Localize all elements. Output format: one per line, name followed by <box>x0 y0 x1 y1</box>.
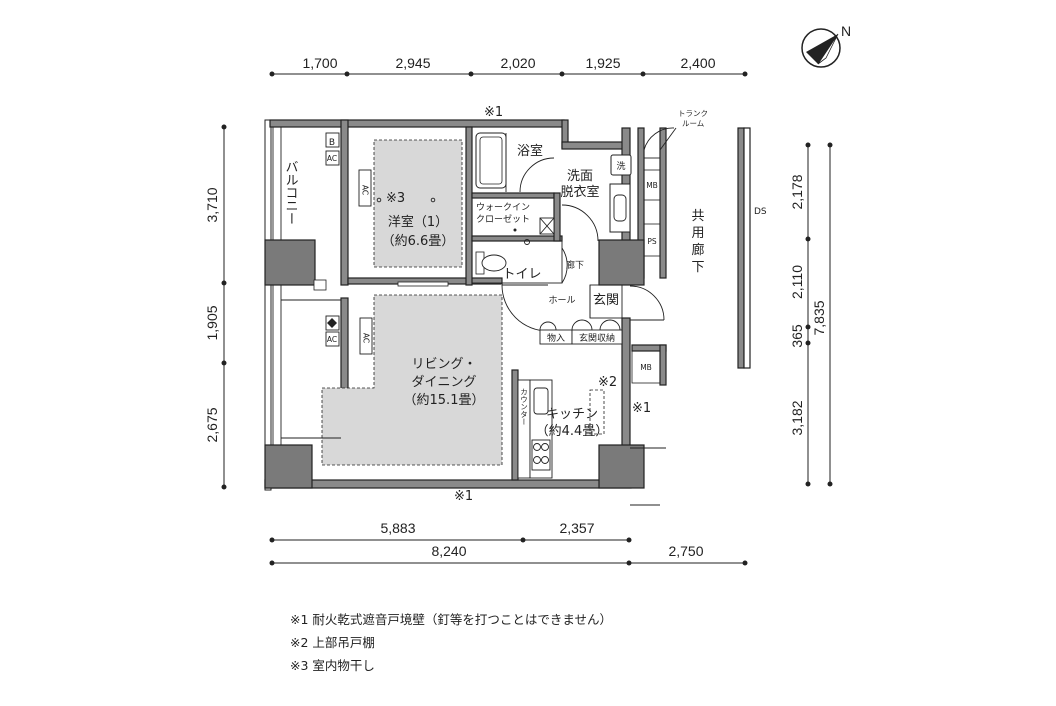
dim-top-5: 2,400 <box>680 55 715 71</box>
column-left-top <box>264 239 316 286</box>
dim-right-3: 365 <box>789 324 805 348</box>
corridor-char-4: 下 <box>691 260 704 275</box>
entrance-door-swing <box>629 285 665 321</box>
bedroom-ac-icon <box>358 169 372 207</box>
dim-top-4: 1,925 <box>585 55 620 71</box>
dim-bottom-2: 2,357 <box>559 520 594 536</box>
boiler-icon <box>325 132 340 148</box>
mb-label-1: MB <box>646 181 658 190</box>
dim-left-2: 1,905 <box>204 305 220 340</box>
bedroom-name: 洋室（1） <box>388 214 448 230</box>
hallway-label: 廊下 <box>566 259 584 271</box>
wash-room: 洗面 脱衣室 洗 <box>560 154 632 242</box>
dim-bottom-4: 2,750 <box>668 543 703 559</box>
kitchen-sink-icon <box>533 387 549 415</box>
living-dining: リビング・ ダイニング （約15.1畳） AC <box>281 279 485 439</box>
mark1-bottom: ※1 <box>454 489 473 504</box>
stove-icon <box>531 439 551 471</box>
bedroom: ※3 洋室（1） （約6.6畳） AC <box>358 169 455 249</box>
corridor-char-1: 共 <box>691 209 704 224</box>
dim-left-1: 3,710 <box>204 187 220 222</box>
outdoor-ac2-icon <box>325 331 340 347</box>
dim-bottom-1: 5,883 <box>380 520 415 536</box>
legend-notes: ※1 耐火乾式遮音戸境壁（釘等を打つことはできません） ※2 上部吊戸棚 ※3 … <box>290 612 612 673</box>
boiler-label: B <box>329 138 335 148</box>
trunk-room-label-1: トランク <box>678 109 708 118</box>
living-ac-icon <box>359 317 373 355</box>
toilet-icon <box>481 254 507 272</box>
service-area: トランク ルーム MB PS MB 共 用 廊 下 DS <box>630 109 767 506</box>
corridor-char-3: 廊 <box>691 242 704 258</box>
note-1: ※1 耐火乾式遮音戸境壁（釘等を打つことはできません） <box>290 612 612 627</box>
washer-label: 洗 <box>616 160 625 172</box>
wic-label-2: クローゼット <box>476 213 530 225</box>
bathroom: 浴室 <box>475 132 555 193</box>
hall-label: ホール <box>548 295 575 306</box>
outdoor-ac2-label: AC <box>327 335 337 344</box>
bedroom-mark: ※3 <box>386 191 405 206</box>
mark1-top: ※1 <box>484 105 503 120</box>
kitchen: カウンター ※2 キッチン （約4.4畳） <box>517 375 617 479</box>
column-right-bottom <box>598 444 645 489</box>
living-size: （約15.1畳） <box>404 393 485 408</box>
toilet-room: トイレ 廊下 <box>471 239 584 284</box>
wic-label-1: ウォークイン <box>476 202 530 213</box>
dim-right-total: 7,835 <box>811 300 827 335</box>
dim-left-3: 2,675 <box>204 407 220 442</box>
entrance-label: 玄関 <box>593 293 619 308</box>
bedroom-ac-label: AC <box>361 185 370 195</box>
note-3: ※3 室内物干し <box>290 658 375 673</box>
bedroom-size: （約6.6畳） <box>382 234 455 249</box>
mark1-right: ※1 <box>632 401 651 416</box>
walk-in-closet: ウォークイン クローゼット <box>476 202 555 235</box>
kitchen-mark: ※2 <box>598 375 617 390</box>
balcony: バルコニー <box>264 119 299 491</box>
outdoor-ac-icon <box>325 150 340 166</box>
dim-right-1: 2,178 <box>789 174 805 209</box>
corridor-char-2: 用 <box>691 226 704 241</box>
dim-bottom-3: 8,240 <box>431 543 466 559</box>
living-label-2: ダイニング <box>411 375 476 390</box>
dim-right-4: 3,182 <box>789 400 805 435</box>
column-right-top <box>598 239 645 286</box>
living-ac-label: AC <box>362 333 371 343</box>
dim-right-2: 2,110 <box>789 265 805 299</box>
washer-icon <box>610 154 632 176</box>
counter-label: カウンター <box>520 388 529 426</box>
shoe-storage <box>571 329 623 345</box>
balcony-label: バルコニー <box>283 160 299 225</box>
storage-label: 物入 <box>547 332 565 344</box>
ps-label: PS <box>647 237 657 246</box>
hall-entrance: ホール 玄関 物入 玄関収納 <box>501 284 665 345</box>
living-floor <box>321 294 503 466</box>
wash-label-2: 脱衣室 <box>560 184 599 200</box>
vanity-sink-icon <box>609 183 631 233</box>
column-left-bottom <box>264 444 313 489</box>
bath-label: 浴室 <box>517 143 543 159</box>
ds-label: DS <box>754 207 767 217</box>
mb-label-2: MB <box>640 363 652 372</box>
shoe-storage-label: 玄関収納 <box>579 332 615 344</box>
kitchen-size: （約4.4畳） <box>536 424 609 439</box>
dim-top-2: 2,945 <box>395 55 430 71</box>
dim-top-1: 1,700 <box>302 55 337 71</box>
trunk-room-label-2: ルーム <box>682 119 704 128</box>
wash-label-1: 洗面 <box>567 169 593 184</box>
bedroom-floor <box>373 139 463 268</box>
toilet-label: トイレ <box>502 267 541 282</box>
right-dimension-line: 2,178 2,110 365 3,182 7,835 <box>789 142 833 487</box>
living-label-1: リビング・ <box>411 357 476 372</box>
compass-icon: N <box>801 23 851 68</box>
kitchen-name: キッチン <box>546 407 598 422</box>
dim-top-3: 2,020 <box>500 55 535 71</box>
note-2: ※2 上部吊戸棚 <box>290 635 375 650</box>
left-dimension-line: 3,710 1,905 2,675 <box>204 124 227 490</box>
top-dimension-line: 1,700 2,945 2,020 1,925 2,400 <box>269 55 748 77</box>
outdoor-ac-label: AC <box>327 154 337 163</box>
compass-north-label: N <box>841 23 851 39</box>
bottom-dimension-lines: 5,883 2,357 8,240 2,750 <box>269 520 748 566</box>
